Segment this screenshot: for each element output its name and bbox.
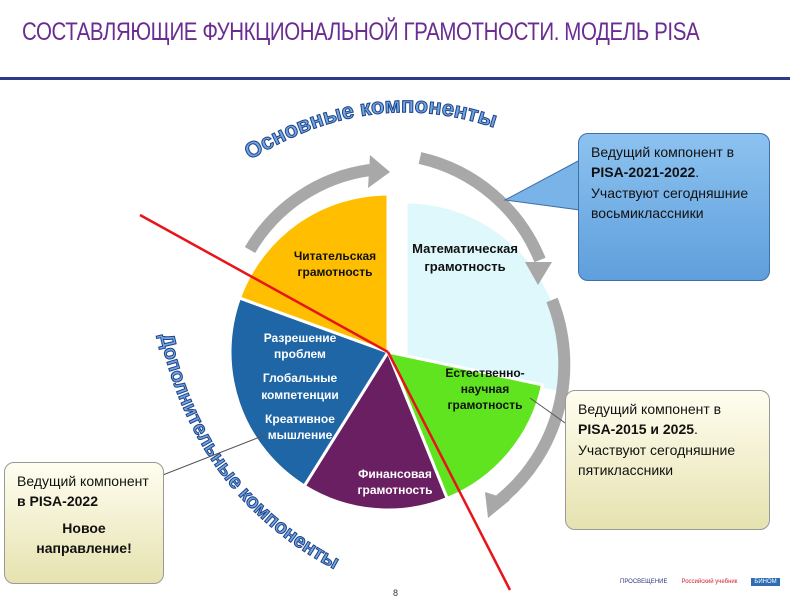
- arrow-head: [525, 262, 552, 285]
- callout-pointer: [149, 434, 266, 481]
- segment-additional: [228, 296, 391, 489]
- arrow-head: [368, 155, 390, 188]
- arrow-arc-lower-right: [496, 297, 571, 505]
- segment-science: [385, 349, 545, 501]
- slide-title: СОСТАВЛЯЮЩИЕ ФУНКЦИОНАЛЬНОЙ ГРАМОТНОСТИ.…: [22, 18, 700, 46]
- divider-line: [386, 351, 512, 591]
- title-divider: [0, 77, 790, 80]
- logo-rossiyskiy-uchebnik: Российский учебник: [681, 579, 738, 585]
- divider-line: [139, 213, 389, 354]
- segment-reading: [237, 192, 390, 355]
- segment-label-finance: Финансовая грамотность: [357, 467, 433, 498]
- arc-label-main: Основные компоненты: [240, 92, 501, 164]
- logo-prosveshchenie: ПРОСВЕЩЕНИЕ: [620, 579, 668, 585]
- segment-label-science: Естественно-научная грамотность: [445, 366, 525, 413]
- arrow-arc-right: [418, 152, 546, 263]
- publisher-logos: ПРОСВЕЩЕНИЕ Российский учебник БИНОМ: [620, 578, 780, 586]
- segment-finance: [302, 348, 450, 512]
- segment-label-math: Математическая грамотность: [412, 241, 518, 274]
- label-problem-solving: Разрешение проблем: [263, 331, 337, 362]
- segment-label-reading: Читательская грамотность: [293, 249, 377, 280]
- segment-label-additional: Разрешение проблем Глобальные компетенци…: [250, 330, 350, 443]
- arrow-arc-top: [244, 164, 371, 254]
- page-number: 8: [393, 588, 399, 598]
- logo-binom: БИНОМ: [751, 578, 780, 586]
- callout-pointer: [503, 159, 581, 211]
- label-global-competence: Глобальные компетенции: [261, 371, 339, 402]
- label-creative-thinking: Креативное мышление: [265, 411, 335, 442]
- arrow-head: [485, 492, 510, 518]
